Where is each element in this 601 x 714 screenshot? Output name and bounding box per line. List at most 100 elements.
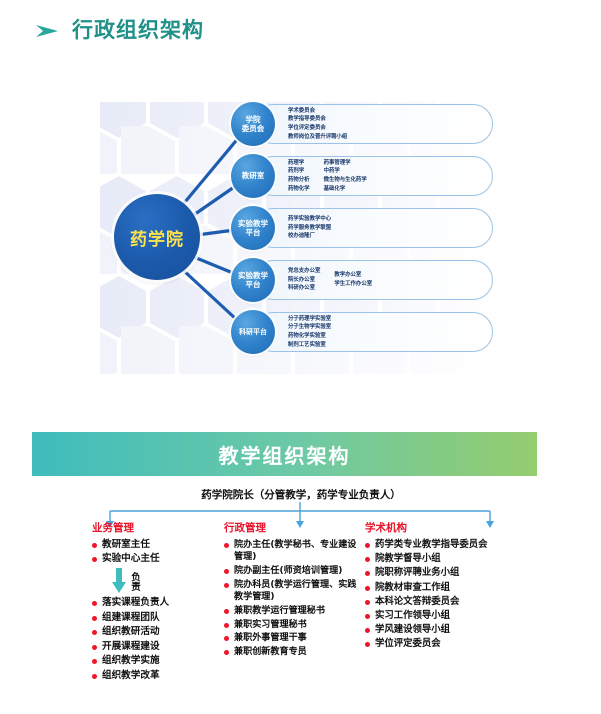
list-item: 院办主任(教学秘书、专业建设管理) <box>224 539 364 564</box>
org-item: 教学指导委员会 <box>288 116 326 123</box>
teaching-org-chart: 药学院院长（分管教学，药学专业负责人） 业务管理 教研室主任 实验中心主任 <box>0 480 601 714</box>
admin-section-heading: 行政组织架构 <box>72 18 204 42</box>
org-item: 药学实验教学中心 <box>288 215 332 222</box>
org-node-label-line1: 实验教学 <box>238 270 268 280</box>
org-node-label-line2: 平台 <box>245 228 261 237</box>
list-item-label: 学风建设领导小组 <box>375 624 451 636</box>
org-item: 药物化学 <box>288 185 310 192</box>
list-item-label: 开展课程建设 <box>102 640 160 652</box>
org-node-circle: 科研平台 <box>231 310 275 354</box>
chart-top-node: 药学院院长（分管教学，药学专业负责人） <box>170 487 432 502</box>
bullet-dot-icon <box>365 599 370 605</box>
list-item: 实验中心主任 <box>92 553 222 566</box>
bullet-dot-icon <box>365 557 370 563</box>
list-item: 药学类专业教学指导委员会 <box>365 539 545 552</box>
list-item-label: 学位评定委员会 <box>375 638 441 650</box>
list-item-label: 落实课程负责人 <box>102 597 170 609</box>
list-item-label: 药学类专业教学指导委员会 <box>375 539 488 550</box>
list-item: 院办副主任(师资培训管理) <box>224 565 364 577</box>
list-item: 兼职教学运行管理秘书 <box>224 605 364 617</box>
org-item: 学生工作办公室 <box>334 281 373 287</box>
list-item: 兼职外事管理干事 <box>224 632 364 644</box>
org-panel: 分子药理学实验室 分子生物学实验室 药物化学实验室 制剂工艺实验室 <box>253 312 493 352</box>
bullet-dot-icon <box>92 630 97 636</box>
column-heading: 行政管理 <box>224 522 266 534</box>
column-heading: 学术机构 <box>365 522 407 534</box>
teaching-section-heading: 教学组织架构 <box>218 443 351 468</box>
org-item: 中药学 <box>323 168 340 175</box>
center-node-label: 药学院 <box>130 229 184 250</box>
list-item-label: 兼职实习管理秘书 <box>234 619 307 630</box>
list-item-label: 本科论文答辩委员会 <box>375 595 460 607</box>
org-node-label-line2: 平台 <box>245 280 261 289</box>
bullet-dot-icon <box>224 543 229 548</box>
list-item: 学位评定委员会 <box>365 638 545 651</box>
list-item-label: 院教材审查工作组 <box>375 581 451 593</box>
list-item-label: 组织教学改革 <box>102 669 160 681</box>
bullet-dot-icon <box>365 628 370 634</box>
bullet-dot-icon <box>365 642 370 648</box>
bullet-dot-icon <box>224 636 229 642</box>
responsibility-label: 负责 <box>128 571 140 591</box>
org-row-teaching-depts: 药理学 药剂学 药物分析 药物化学 药事管理学 中药学 微生物与生化药学 基础化… <box>231 154 493 198</box>
org-item: 教师岗位及晋升评聘小组 <box>288 133 348 140</box>
list-item-label: 院职称评聘业务小组 <box>375 567 460 579</box>
list-item: 组织教学改革 <box>92 670 222 683</box>
responsibility-arrow-group: 负责 <box>112 568 222 594</box>
bullet-dot-icon <box>92 557 97 563</box>
list-item-label: 教研室主任 <box>102 539 150 550</box>
org-item: 药理学 <box>288 159 305 166</box>
org-item: 教学办公室 <box>334 272 362 279</box>
org-node-label-line1: 学院 <box>245 114 261 124</box>
list-item-label: 组建课程团队 <box>102 611 160 623</box>
list-item-label: 实验中心主任 <box>102 553 160 565</box>
bullet-dot-icon <box>224 569 229 575</box>
org-item: 分子生物学实验室 <box>288 324 332 331</box>
org-panel: 党总支办公室 院长办公室 科研办公室 教学办公室 学生工作办公室 <box>253 260 493 300</box>
org-item: 基础化学 <box>323 185 346 192</box>
bullet-dot-icon <box>92 644 97 650</box>
org-panel: 药理学 药剂学 药物分析 药物化学 药事管理学 中药学 微生物与生化药学 基础化… <box>253 156 493 196</box>
org-node-label-line2: 委员会 <box>241 124 265 133</box>
org-row-experiment-platform: 药学实验教学中心 药学服务教学联盟 校办迪隆厂 实验教学 平台 <box>231 206 493 250</box>
chart-column-administration: 行政管理 院办主任(教学秘书、专业建设管理) 院办副主任(师资培训管理) 院办科… <box>224 520 364 660</box>
org-item: 制剂工艺实验室 <box>288 341 326 348</box>
org-panel-column: 药学实验教学中心 药学服务教学联盟 校办迪隆厂 <box>288 215 331 241</box>
arrow-bullet-icon <box>34 22 60 40</box>
org-node-label-line1: 实验教学 <box>238 218 268 228</box>
list-item-label: 院办副主任(师资培训管理) <box>234 566 343 577</box>
org-item: 学位评定委员会 <box>288 125 326 131</box>
bullet-dot-icon <box>224 582 229 588</box>
org-panel: 药学实验教学中心 药学服务教学联盟 校办迪隆厂 <box>253 208 493 248</box>
bullet-dot-icon <box>92 615 97 621</box>
list-item: 院办科员(教学运行管理、实践教学管理) <box>224 579 364 604</box>
list-item: 本科论文答辩委员会 <box>365 596 545 609</box>
org-item: 校办迪隆厂 <box>288 233 315 240</box>
org-item: 院长办公室 <box>288 276 315 283</box>
bullet-dot-icon <box>92 601 97 607</box>
list-item-label: 院办科员(教学运行管理、实践教学管理) <box>234 579 357 603</box>
bullet-dot-icon <box>224 650 229 656</box>
bullet-dot-icon <box>92 659 97 665</box>
org-item: 学术委员会 <box>288 107 315 114</box>
admin-section-title: 行政组织架构 <box>34 20 204 41</box>
org-panel-column: 分子药理学实验室 分子生物学实验室 药物化学实验室 制剂工艺实验室 <box>288 315 331 350</box>
bullet-dot-icon <box>365 585 370 591</box>
list-item-label: 组织教学实施 <box>102 655 160 667</box>
org-node-circle: 实验教学 平台 <box>231 258 275 302</box>
org-row-research-platform: 分子药理学实验室 分子生物学实验室 药物化学实验室 制剂工艺实验室 科研平台 <box>231 310 493 354</box>
center-node-college: 药学院 <box>114 194 200 280</box>
admin-org-diagram: 药学院 学术委员会 教学指导委员会 学位评定委员会 教师岗位及晋升评聘小组 学院… <box>100 88 500 388</box>
org-panel-column: 党总支办公室 院长办公室 科研办公室 <box>288 267 320 293</box>
org-node-circle: 学院 委员会 <box>231 102 275 146</box>
list-item-label: 兼职外事管理干事 <box>234 633 307 644</box>
bullet-dot-icon <box>365 543 370 548</box>
org-node-label-line1: 教研室 <box>241 171 265 181</box>
list-item: 院教材审查工作组 <box>365 582 545 595</box>
bullet-dot-icon <box>365 571 370 577</box>
org-item: 分子药理学实验室 <box>288 315 332 322</box>
org-item: 药学服务教学联盟 <box>288 224 332 231</box>
org-node-label-line1: 科研平台 <box>239 327 267 336</box>
list-item-label: 组织教研活动 <box>102 626 160 638</box>
org-node-circle: 教研室 <box>231 154 275 198</box>
